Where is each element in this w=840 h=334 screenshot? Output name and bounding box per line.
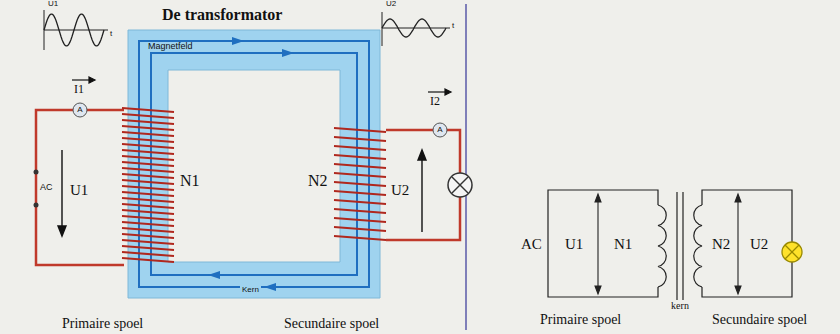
voltage-arrow xyxy=(595,194,741,294)
primary-coil-symbol xyxy=(658,205,666,287)
core-label: kern xyxy=(669,300,691,311)
coil-winding xyxy=(334,146,386,150)
coil-winding xyxy=(122,144,174,148)
voltage-arrow xyxy=(418,150,426,232)
lamp-symbol xyxy=(782,242,802,262)
coil-winding xyxy=(122,192,174,196)
voltage-label: U1 xyxy=(70,182,88,199)
current-label: I1 xyxy=(74,83,84,96)
coil-winding xyxy=(334,209,386,213)
coil-winding xyxy=(122,138,174,142)
coil-winding xyxy=(122,258,174,262)
coil-winding xyxy=(122,186,174,190)
coil-winding xyxy=(334,227,386,231)
coil-winding xyxy=(334,173,386,177)
coil-winding xyxy=(122,126,174,130)
voltage-label: U1 xyxy=(565,236,583,253)
coil-winding xyxy=(122,228,174,232)
turns-label: N2 xyxy=(712,236,730,253)
coil-name: Primaire spoel xyxy=(540,312,621,327)
coil-winding xyxy=(334,236,386,240)
coil-winding xyxy=(122,162,174,166)
core-label: Kern xyxy=(240,286,261,295)
axis-label: U2 xyxy=(386,0,396,9)
coil-winding xyxy=(334,200,386,204)
field-label: Magnetfeld xyxy=(146,42,195,52)
voltage-arrow xyxy=(58,150,66,236)
axis-label: t xyxy=(110,30,112,39)
coil-name: Secundaire spoel xyxy=(712,312,807,327)
coil-winding xyxy=(122,168,174,172)
coil-winding xyxy=(122,198,174,202)
ac-terminals xyxy=(34,170,39,208)
output-wave-graph xyxy=(382,12,450,46)
coil-winding xyxy=(122,222,174,226)
primary-coil xyxy=(122,108,174,262)
coil-name: Secundaire spoel xyxy=(284,316,379,331)
coil-winding xyxy=(122,246,174,250)
coil-winding xyxy=(334,218,386,222)
current-label: I2 xyxy=(430,95,440,108)
turns-label: N1 xyxy=(614,236,632,253)
ammeter xyxy=(433,123,447,137)
coil-name: Primaire spoel xyxy=(62,316,143,331)
coil-winding xyxy=(122,240,174,244)
divider-line xyxy=(465,4,467,330)
coil-winding xyxy=(122,210,174,214)
source-label: AC xyxy=(40,183,53,193)
coil-winding xyxy=(122,180,174,184)
source-label: AC xyxy=(521,236,542,253)
coil-winding xyxy=(334,164,386,168)
coil-winding xyxy=(122,234,174,238)
ammeter xyxy=(73,103,87,117)
ammeter-letter: A xyxy=(437,126,442,135)
coil-winding xyxy=(334,191,386,195)
axis-label: t xyxy=(452,22,454,31)
diagram-title: De transformator xyxy=(162,6,282,24)
voltage-label: U2 xyxy=(391,182,409,199)
voltage-label: U2 xyxy=(750,236,768,253)
turns-label: N1 xyxy=(180,172,200,190)
turns-label: N2 xyxy=(308,172,328,190)
current-arrow xyxy=(72,77,451,95)
axis-label: U1 xyxy=(48,0,58,9)
primary-circuit xyxy=(36,110,124,265)
coil-winding xyxy=(122,114,174,118)
coil-winding xyxy=(122,108,174,112)
schematic-wires xyxy=(548,190,792,300)
coil-winding xyxy=(122,120,174,124)
coil-winding xyxy=(122,204,174,208)
input-wave-graph xyxy=(44,10,108,50)
coil-winding xyxy=(334,137,386,141)
secondary-coil-symbol xyxy=(694,205,702,287)
coil-winding xyxy=(122,150,174,154)
coil-winding xyxy=(334,182,386,186)
coil-winding xyxy=(122,132,174,136)
ammeter-letter: A xyxy=(77,106,82,115)
secondary-coil xyxy=(334,128,386,240)
lamp-symbol xyxy=(448,173,472,197)
coil-winding xyxy=(122,252,174,256)
coil-winding xyxy=(334,128,386,132)
coil-winding xyxy=(122,174,174,178)
coil-winding xyxy=(122,216,174,220)
coil-winding xyxy=(122,156,174,160)
coil-winding xyxy=(334,155,386,159)
